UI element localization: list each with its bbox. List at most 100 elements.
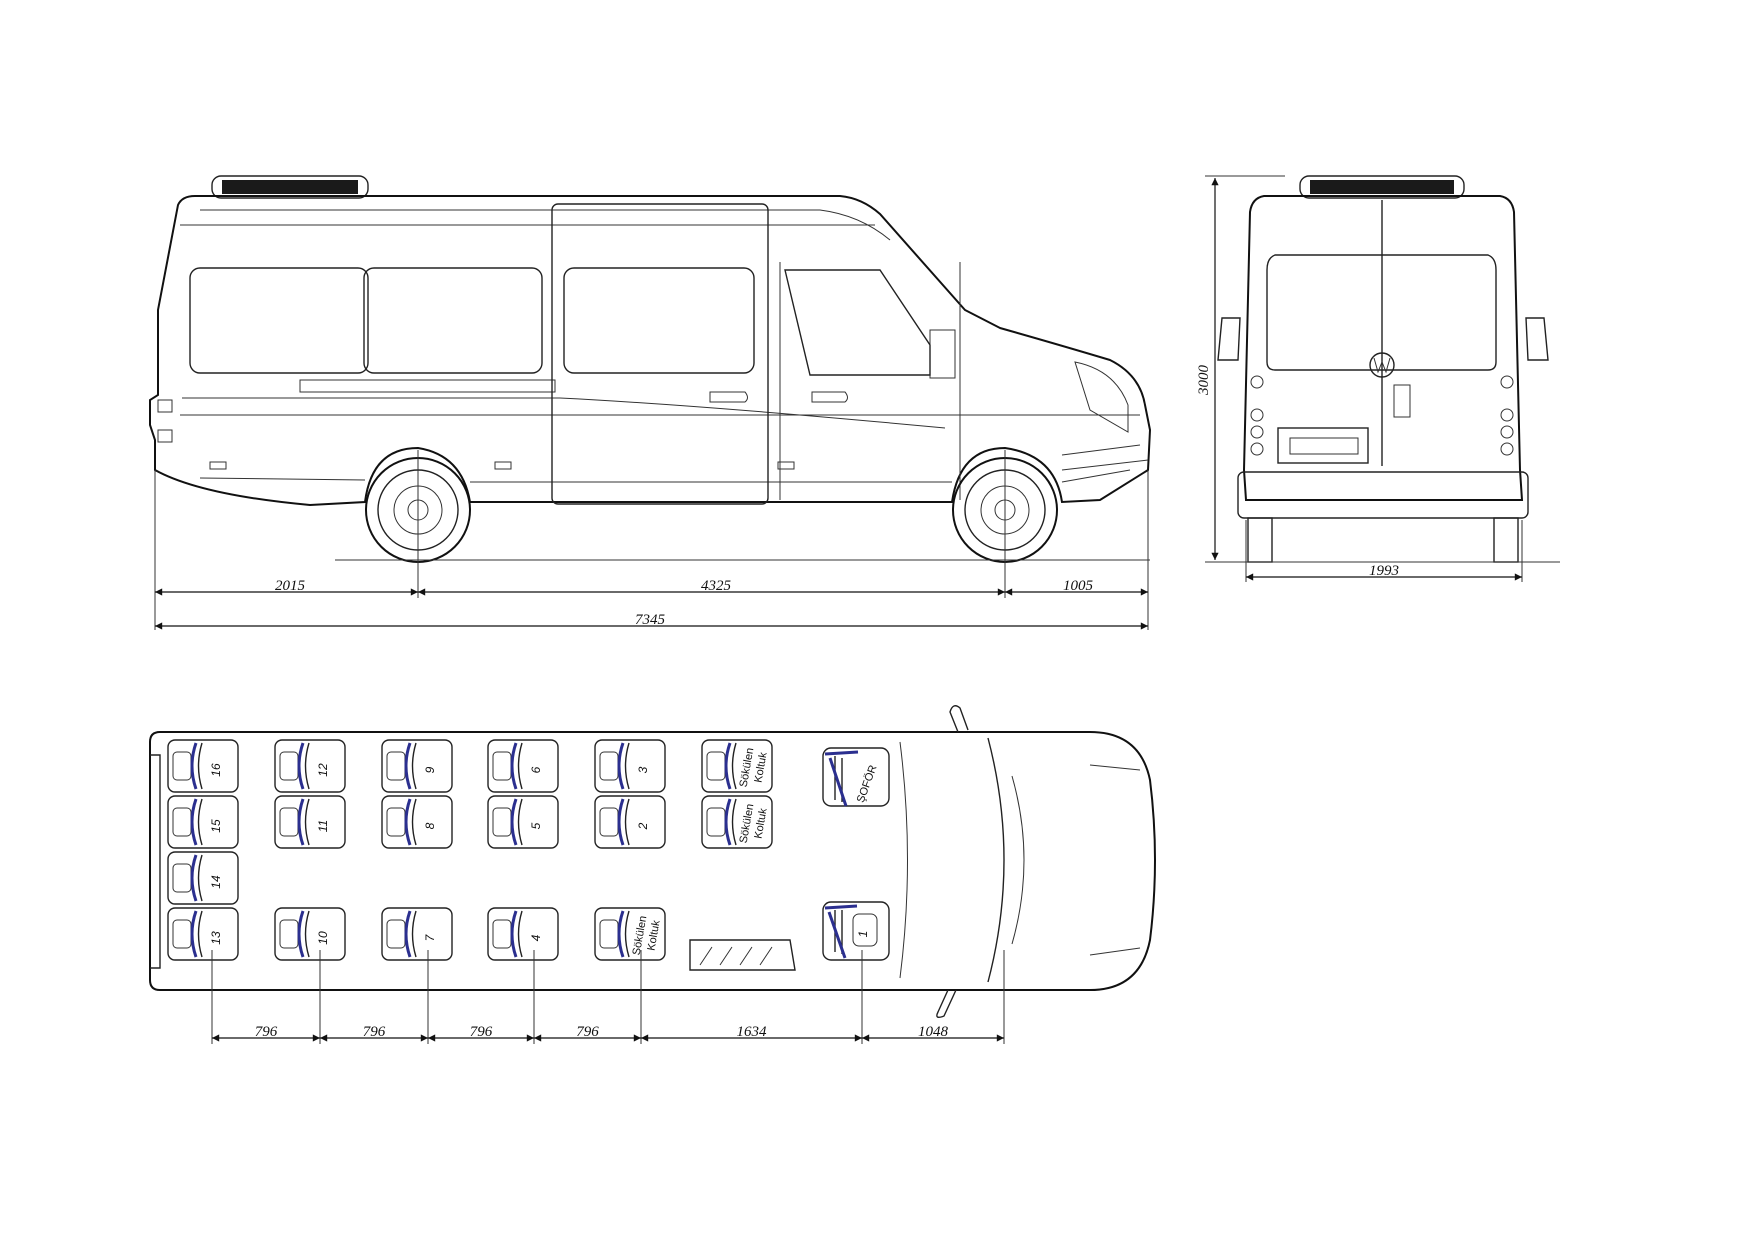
side-window-2 bbox=[363, 267, 543, 374]
seat: 15 bbox=[167, 795, 239, 849]
seat: 7 bbox=[381, 907, 453, 961]
seat-number: 4 bbox=[529, 934, 543, 941]
driver-seat: ŞOFÖR bbox=[822, 747, 890, 807]
seat-number: 16 bbox=[209, 763, 223, 777]
side-window-1 bbox=[189, 267, 369, 374]
seat-number: 8 bbox=[423, 822, 437, 829]
seat-number: 11 bbox=[316, 820, 330, 832]
hood-lines bbox=[1089, 764, 1141, 956]
top-dimension-label: 796 bbox=[363, 1024, 386, 1040]
side-window-3 bbox=[563, 267, 755, 374]
rear-left-tyre bbox=[1247, 517, 1273, 563]
rear-dimensions: 3000 1993 bbox=[1196, 175, 1523, 582]
top-left-mirror bbox=[949, 705, 969, 733]
cab-line bbox=[899, 741, 908, 979]
roof-ac-grille bbox=[222, 180, 358, 194]
side-view: 2015 4325 1005 7345 bbox=[149, 175, 1152, 630]
door-step bbox=[689, 939, 796, 971]
top-dimension-label: 796 bbox=[576, 1024, 599, 1040]
seat-number: 12 bbox=[316, 763, 330, 777]
dim-overall-length: 7345 bbox=[635, 612, 666, 628]
rear-bumper-top bbox=[150, 754, 161, 969]
front-bumper bbox=[1061, 444, 1149, 471]
license-plate-inner bbox=[1289, 437, 1359, 455]
seat: 14 bbox=[167, 851, 239, 905]
seat-number: 15 bbox=[209, 819, 223, 833]
side-marker-1 bbox=[209, 461, 227, 470]
seat: 2 bbox=[594, 795, 666, 849]
rear-window bbox=[1266, 254, 1497, 371]
side-rocker bbox=[199, 469, 1131, 483]
seat: 9 bbox=[381, 739, 453, 793]
seat: 6 bbox=[487, 739, 559, 793]
dim-front-overhang: 1005 bbox=[1063, 578, 1094, 594]
seat: 8 bbox=[381, 795, 453, 849]
seat-number: 3 bbox=[636, 766, 650, 773]
dim-wheelbase: 4325 bbox=[701, 578, 732, 594]
seat-number: 6 bbox=[529, 766, 543, 773]
seat: 5 bbox=[487, 795, 559, 849]
rear-ac-unit bbox=[1299, 175, 1465, 199]
seat-number: 7 bbox=[423, 933, 437, 941]
top-view: 16151413121110987654321SökülenKoltukSökü… bbox=[149, 705, 1156, 1044]
seat-number: 14 bbox=[209, 875, 223, 889]
dim-rear-overhang: 2015 bbox=[275, 578, 306, 594]
side-roof-curve bbox=[200, 209, 891, 241]
seat: 11 bbox=[274, 795, 346, 849]
rear-left-mirror bbox=[1217, 317, 1241, 361]
vw-logo-icon bbox=[1369, 352, 1395, 378]
top-body-outline bbox=[149, 731, 1156, 991]
dim-width: 1993 bbox=[1369, 563, 1399, 579]
side-window-front bbox=[784, 269, 931, 376]
top-dimension-label: 796 bbox=[470, 1024, 493, 1040]
rear-left-tail-lights bbox=[1250, 375, 1264, 456]
seat: 3 bbox=[594, 739, 666, 793]
windshield-line bbox=[987, 737, 1005, 983]
seat: 13 bbox=[167, 907, 239, 961]
top-dimension-label: 1048 bbox=[918, 1024, 949, 1040]
rear-ac-grille bbox=[1310, 180, 1454, 194]
seat-number: 1 bbox=[856, 931, 870, 938]
dim-height: 3000 bbox=[1196, 365, 1212, 397]
rear-light-1 bbox=[157, 399, 173, 413]
rear-right-mirror bbox=[1525, 317, 1549, 361]
seat-number: 2 bbox=[636, 822, 650, 830]
removable-seat-label: Koltuk bbox=[752, 807, 769, 840]
seat-number: 10 bbox=[316, 931, 330, 945]
seat-number: 5 bbox=[529, 822, 543, 829]
seat: 12 bbox=[274, 739, 346, 793]
driver-label: ŞOFÖR bbox=[855, 763, 880, 804]
front-headlight bbox=[1074, 361, 1129, 433]
seat-number: 13 bbox=[209, 931, 223, 945]
rear-right-tail-lights bbox=[1500, 375, 1514, 456]
rear-view: 3000 1993 bbox=[1196, 175, 1560, 582]
side-marker-2 bbox=[494, 461, 512, 470]
side-swage-line bbox=[182, 397, 946, 429]
license-plate bbox=[1277, 427, 1369, 464]
seat: 4 bbox=[487, 907, 559, 961]
seat: 16 bbox=[167, 739, 239, 793]
rear-bumper bbox=[1237, 471, 1529, 519]
seat: 10 bbox=[274, 907, 346, 961]
rear-right-tyre bbox=[1493, 517, 1519, 563]
removable-seat-label: Koltuk bbox=[645, 919, 662, 952]
side-marker-3 bbox=[777, 461, 795, 470]
door-handle-1 bbox=[709, 391, 748, 403]
door-handle-2 bbox=[811, 391, 848, 403]
top-right-mirror bbox=[936, 989, 957, 1019]
side-dimensions: 2015 4325 1005 7345 bbox=[155, 578, 1148, 630]
side-stripe bbox=[299, 379, 556, 393]
seat-number: 9 bbox=[423, 766, 437, 773]
roof-ac-unit bbox=[211, 175, 369, 199]
rear-body-outline bbox=[1242, 195, 1524, 501]
sliding-door bbox=[551, 203, 769, 505]
rear-door-handle bbox=[1393, 384, 1411, 418]
top-dimension-label: 796 bbox=[255, 1024, 278, 1040]
side-mirror-arm bbox=[929, 329, 956, 379]
removable-seat-label: Koltuk bbox=[752, 751, 769, 784]
